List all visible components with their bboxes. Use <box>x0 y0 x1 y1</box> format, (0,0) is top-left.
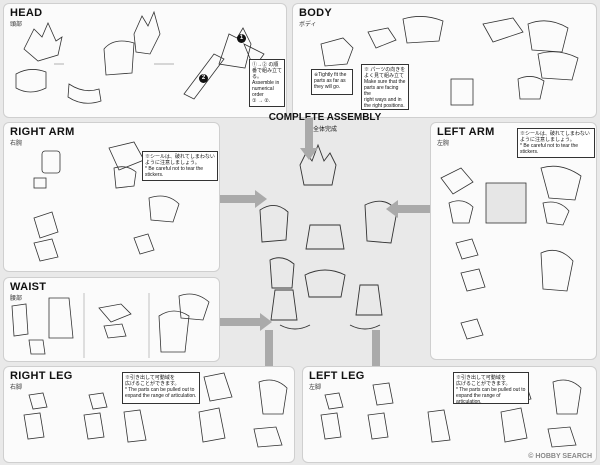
left-arm-title: LEFT ARM <box>437 126 495 138</box>
body-diagram <box>320 16 579 106</box>
head-step-2: 2 <box>199 74 208 83</box>
right-leg-panel: RIGHT LEG 右脚 ※引き出して可動域を広げることができます。* The … <box>3 366 295 463</box>
left-arm-diagram <box>440 165 582 340</box>
right-leg-title: RIGHT LEG <box>10 370 73 382</box>
head-subtitle: 頭部 <box>10 22 23 28</box>
right-leg-subtitle: 右脚 <box>10 385 23 391</box>
hobby-search-watermark: © HOBBY SEARCH <box>528 453 592 460</box>
head-diagram <box>15 10 265 104</box>
head-step-1: 1 <box>237 34 246 43</box>
left-arm-panel: LEFT ARM 左腕 ※シールは、破れてしまわないように注意しましょう。* B… <box>430 122 597 360</box>
complete-assembly-subtitle: 全体完成 <box>312 127 337 133</box>
right-arm-title: RIGHT ARM <box>10 126 75 138</box>
waist-title: WAIST <box>10 281 47 293</box>
waist-diagram <box>11 293 210 358</box>
right-arm-diagram <box>33 141 180 262</box>
left-leg-title: LEFT LEG <box>309 370 365 382</box>
head-title: HEAD <box>10 7 43 19</box>
right-arm-sticker-note: ※シールは、破れてしまわないように注意しましょう。* Be careful no… <box>142 151 218 181</box>
left-leg-diagram <box>320 374 582 448</box>
right-arm-subtitle: 右腕 <box>10 141 23 147</box>
right-leg-diagram <box>23 372 288 448</box>
left-leg-pull-note: ※引き出して可動域を広げることができます。* The parts can be … <box>453 372 529 405</box>
left-arm-subtitle: 左腕 <box>437 141 450 147</box>
left-leg-panel: LEFT LEG 左脚 ※引き出して可動域を広げることができます。* The p… <box>302 366 597 463</box>
left-leg-subtitle: 左脚 <box>309 385 322 391</box>
right-arm-panel: RIGHT ARM 右腕 ※シールは、破れてしまわないように注意しましょう。* … <box>3 122 220 272</box>
complete-assembly: COMPLETE ASSEMBLY 全体完成 <box>220 110 430 350</box>
left-arm-sticker-note: ※シールは、破れてしまわないように注意しましょう。* Be careful no… <box>517 128 595 158</box>
body-subtitle: ボディ <box>299 22 317 28</box>
waist-panel: WAIST 腰部 <box>3 277 220 362</box>
complete-assembly-title: COMPLETE ASSEMBLY <box>268 112 382 123</box>
complete-assembly-diagram <box>259 143 398 330</box>
waist-subtitle: 腰部 <box>10 296 23 302</box>
body-title: BODY <box>299 7 332 19</box>
right-leg-pull-note: ※引き出して可動域を広げることができます。* The parts can be … <box>122 372 200 404</box>
